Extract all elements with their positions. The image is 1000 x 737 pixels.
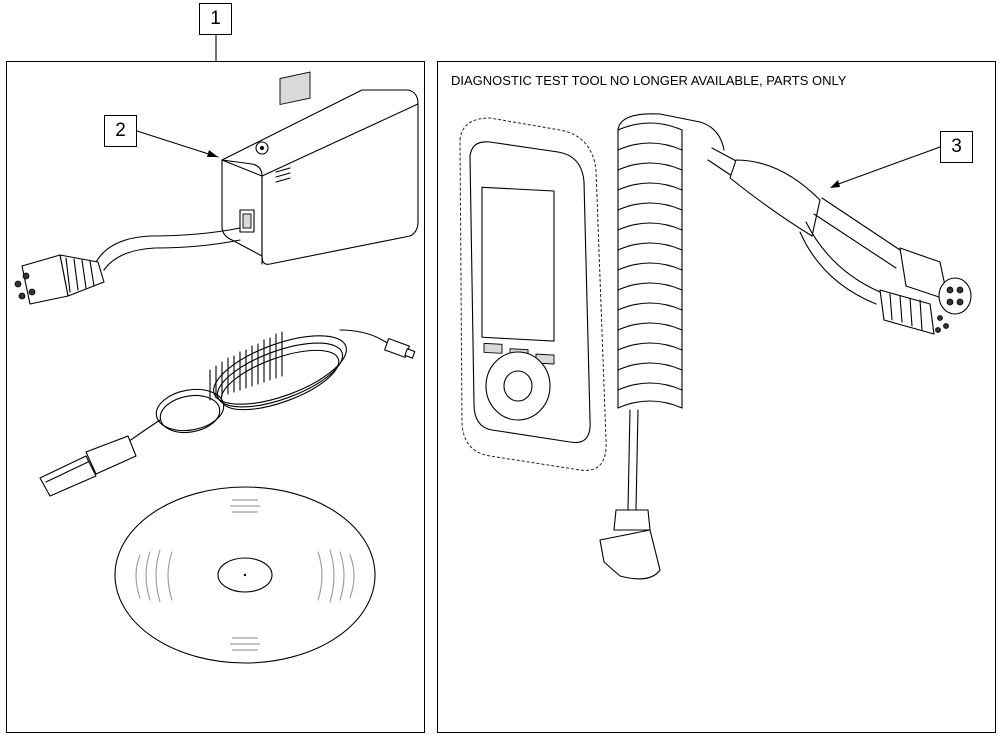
control-module-icon [14,71,419,305]
handheld-programmer-icon [459,117,607,471]
connector-plug-icon [14,254,105,305]
callout-item-1[interactable]: 1 [199,3,232,35]
callout-item-2[interactable]: 2 [104,115,137,147]
usb-cable-icon [39,329,416,497]
coiled-cable-icon [599,113,725,580]
callout-item-3[interactable]: 3 [940,131,973,163]
software-cd-icon [114,486,376,664]
y-splitter-cable-icon [707,147,972,335]
leader-lines [136,34,941,188]
parts-only-notice: DIAGNOSTIC TEST TOOL NO LONGER AVAILABLE… [451,73,847,88]
